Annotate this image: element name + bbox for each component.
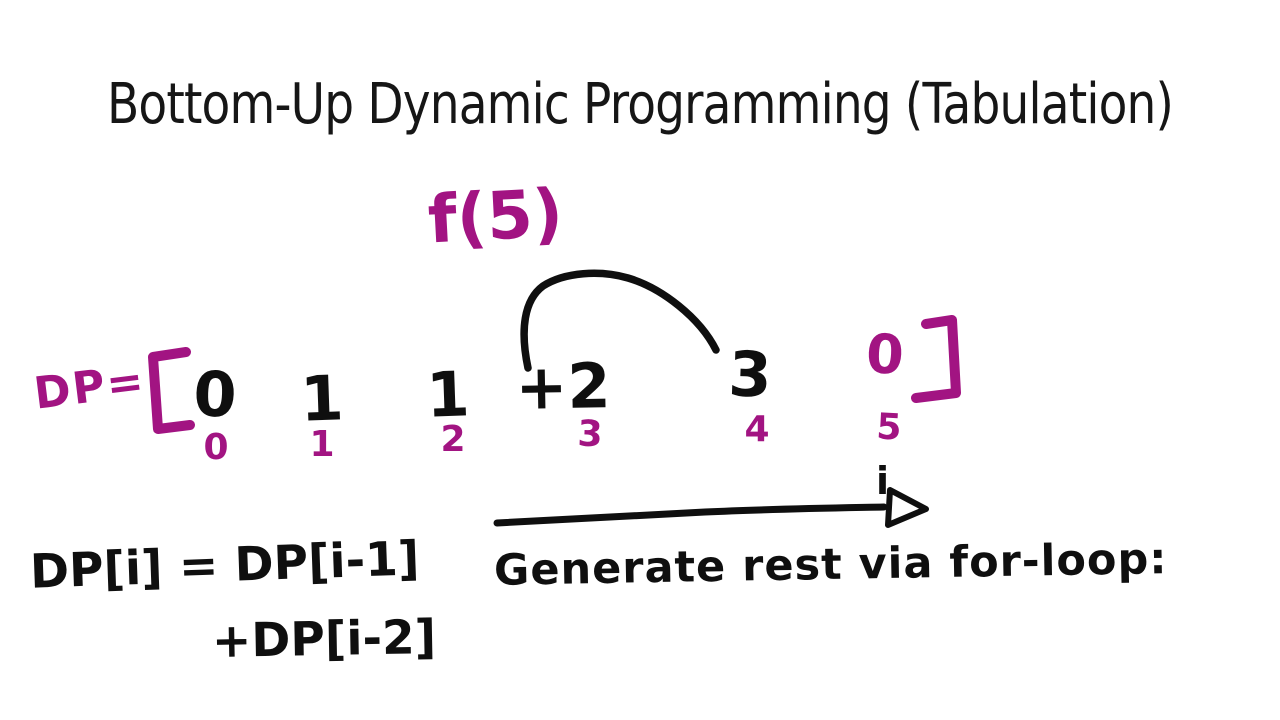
iteration-arrow	[493, 487, 929, 528]
array-value-5: 0	[864, 322, 906, 387]
for-loop-caption: Generate rest via for-loop:	[493, 534, 1168, 596]
index-label-5: 5	[875, 406, 903, 449]
array-value-4: 3	[727, 337, 773, 412]
index-label-1: 1	[309, 424, 335, 465]
arrow-index-label: i	[876, 459, 890, 503]
array-value-2: 1	[425, 357, 471, 432]
recurrence-line-1: DP[i] = DP[i-1]	[29, 531, 421, 600]
open-bracket	[148, 347, 195, 434]
arrowhead-icon	[885, 487, 929, 528]
fib-call-label: f(5)	[426, 174, 565, 259]
page-title: Bottom-Up Dynamic Programming (Tabulatio…	[106, 72, 1174, 137]
index-label-4: 4	[744, 409, 770, 450]
index-label-2: 2	[440, 419, 466, 460]
array-value-0: 0	[192, 357, 238, 432]
dp-array-name: DP=	[31, 355, 149, 420]
recurrence-line-2: +DP[i-2]	[211, 610, 437, 669]
index-label-3: 3	[576, 413, 604, 456]
index-label-0: 0	[203, 427, 229, 468]
array-value-3: +2	[514, 349, 612, 424]
close-bracket	[911, 315, 961, 403]
array-value-1: 1	[299, 361, 345, 436]
